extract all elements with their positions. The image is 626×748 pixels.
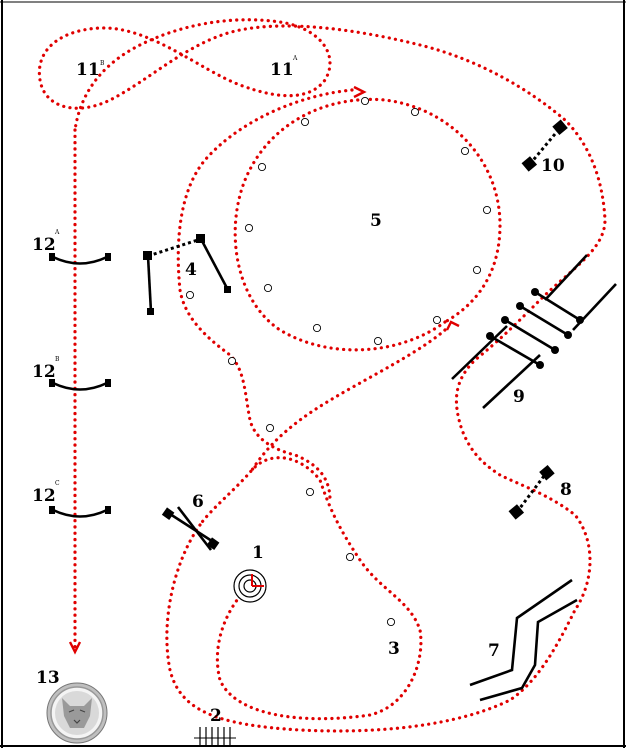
route-figure-eight	[37, 18, 422, 132]
obstacle-6	[161, 506, 220, 551]
station-label-12b: 12	[32, 362, 56, 382]
route-lower-outer	[165, 43, 607, 733]
obstacle-12c	[49, 506, 111, 518]
start-target-icon	[233, 569, 267, 603]
obstacle-12a	[49, 253, 111, 265]
station-label-8: 8	[560, 480, 572, 500]
station-label-11a: 11	[270, 60, 294, 80]
station-label-7: 7	[488, 641, 500, 661]
station-sup-12c: C	[55, 480, 60, 487]
route-cross-diagonal	[250, 328, 447, 472]
station-label-2: 2	[210, 706, 222, 726]
station-sup-11a: A	[292, 55, 298, 62]
station-label-6: 6	[192, 492, 204, 512]
station-label-13: 13	[36, 668, 60, 688]
obstacle-9	[451, 254, 617, 409]
station-label-12a: 12	[32, 235, 56, 255]
station-label-5: 5	[370, 211, 382, 231]
station-labels: 1 2 3 4 5 6 7 8 9 10 11 B 11 A 12 A 12 B…	[32, 55, 572, 726]
obstacle-12b	[49, 379, 111, 391]
station-sup-11b: B	[100, 60, 105, 67]
station-label-4: 4	[185, 260, 197, 280]
route-circle-5	[233, 97, 502, 352]
station-label-1: 1	[252, 543, 264, 563]
obstacle-7	[469, 578, 578, 702]
station-label-3: 3	[388, 639, 400, 659]
route	[37, 18, 607, 733]
station-label-12c: 12	[32, 486, 56, 506]
route-left-loop	[176, 88, 354, 502]
obstacle-8	[508, 464, 555, 520]
obstacle-10	[521, 119, 568, 172]
route-start-loop	[198, 456, 423, 721]
cones	[185, 96, 492, 627]
finish-medallion-icon	[46, 682, 108, 744]
station-sup-12a: A	[54, 229, 60, 236]
station-sup-12b: B	[55, 356, 60, 363]
obstacle-2	[194, 727, 236, 746]
station-label-9: 9	[513, 387, 525, 407]
station-label-11b: 11	[76, 60, 100, 80]
station-label-10: 10	[541, 156, 565, 176]
obstacle-4	[143, 234, 231, 315]
